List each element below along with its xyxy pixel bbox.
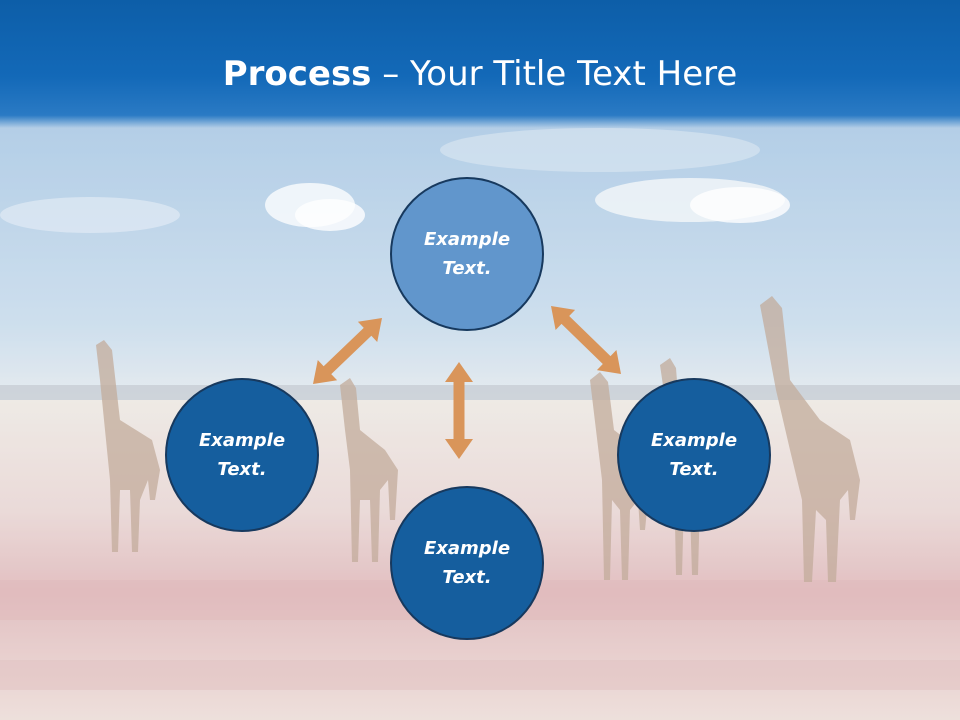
slide-title: Process – Your Title Text Here	[0, 52, 960, 96]
arrow-top-left	[313, 317, 383, 384]
process-node-top[interactable]: Example Text.	[390, 177, 544, 331]
process-node-bottom[interactable]: Example Text.	[390, 486, 544, 640]
process-node-left[interactable]: Example Text.	[165, 378, 319, 532]
title-bold: Process	[222, 54, 372, 94]
arrow-top-right	[551, 306, 621, 374]
arrow-center-vertical	[445, 362, 473, 459]
node-bottom-label: Example Text.	[423, 538, 511, 588]
title-band	[0, 0, 960, 128]
node-right-label: Example Text.	[650, 430, 738, 480]
node-left-label: Example Text.	[198, 430, 286, 480]
title-rest: – Your Title Text Here	[371, 54, 738, 94]
process-node-right[interactable]: Example Text.	[617, 378, 771, 532]
node-top-label: Example Text.	[423, 229, 511, 279]
